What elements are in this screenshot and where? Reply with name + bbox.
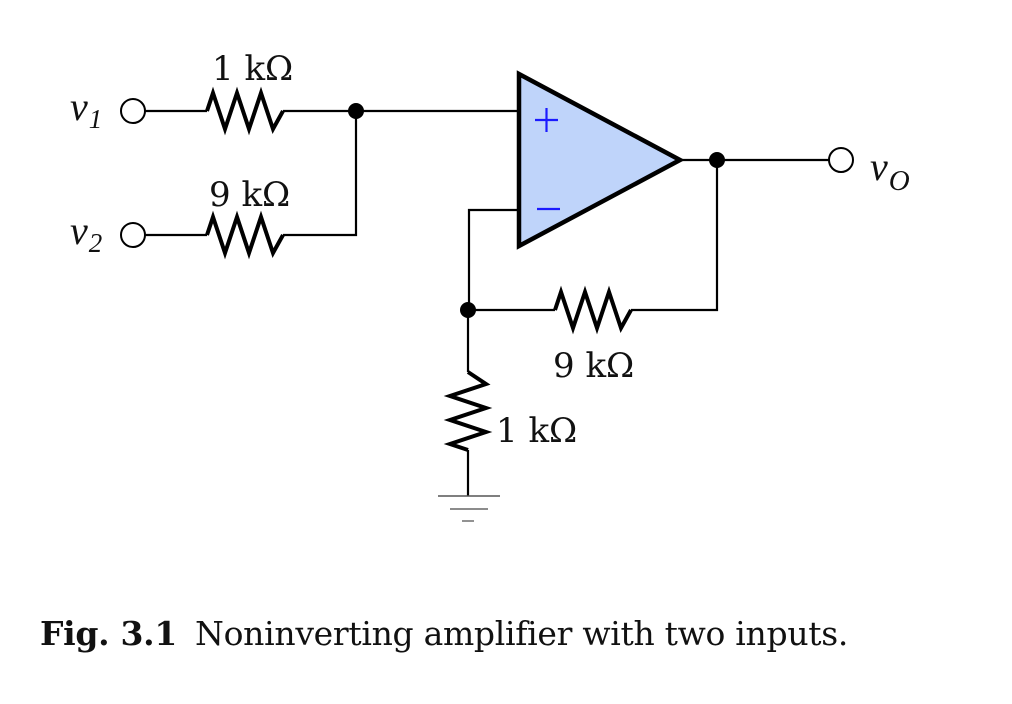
- wire: [283, 111, 358, 237]
- resistor-r-feedback: [553, 285, 633, 335]
- junction-node-inputs: [348, 103, 364, 119]
- figure-caption: Fig. 3.1 Noninverting amplifier with two …: [40, 614, 848, 653]
- output-vo-label: vO: [870, 144, 910, 197]
- resistor-r-ground: [443, 370, 493, 452]
- output-terminal: [828, 147, 854, 173]
- input-v2-branch: v2 9 kΩ: [70, 111, 358, 260]
- resistor-r-in2: [205, 210, 285, 260]
- input-v1-terminal: [120, 98, 146, 124]
- figure-number: Fig. 3.1: [40, 614, 178, 653]
- wire: [467, 208, 519, 310]
- wire: [631, 160, 719, 312]
- resistor-r-in1-label: 1 kΩ: [212, 49, 293, 89]
- op-amp-triangle: [516, 70, 685, 250]
- resistor-r-ground-label: 1 kΩ: [496, 411, 577, 451]
- input-v2-terminal: [120, 222, 146, 248]
- figure-caption-text: Noninverting amplifier with two inputs.: [195, 614, 849, 653]
- input-v1-label: v1: [70, 84, 102, 134]
- noninverting-input-plus-icon: [535, 108, 558, 132]
- resistor-r-feedback-label: 9 kΩ: [553, 346, 634, 386]
- resistor-r-in2-label: 9 kΩ: [209, 175, 290, 215]
- op-amp: [516, 70, 685, 250]
- resistor-r-in1: [205, 86, 285, 136]
- ground-icon: [438, 495, 500, 522]
- input-v1-branch: v1 1 kΩ: [70, 49, 519, 136]
- junction-node-output: [709, 152, 725, 168]
- input-v2-label: v2: [70, 208, 102, 258]
